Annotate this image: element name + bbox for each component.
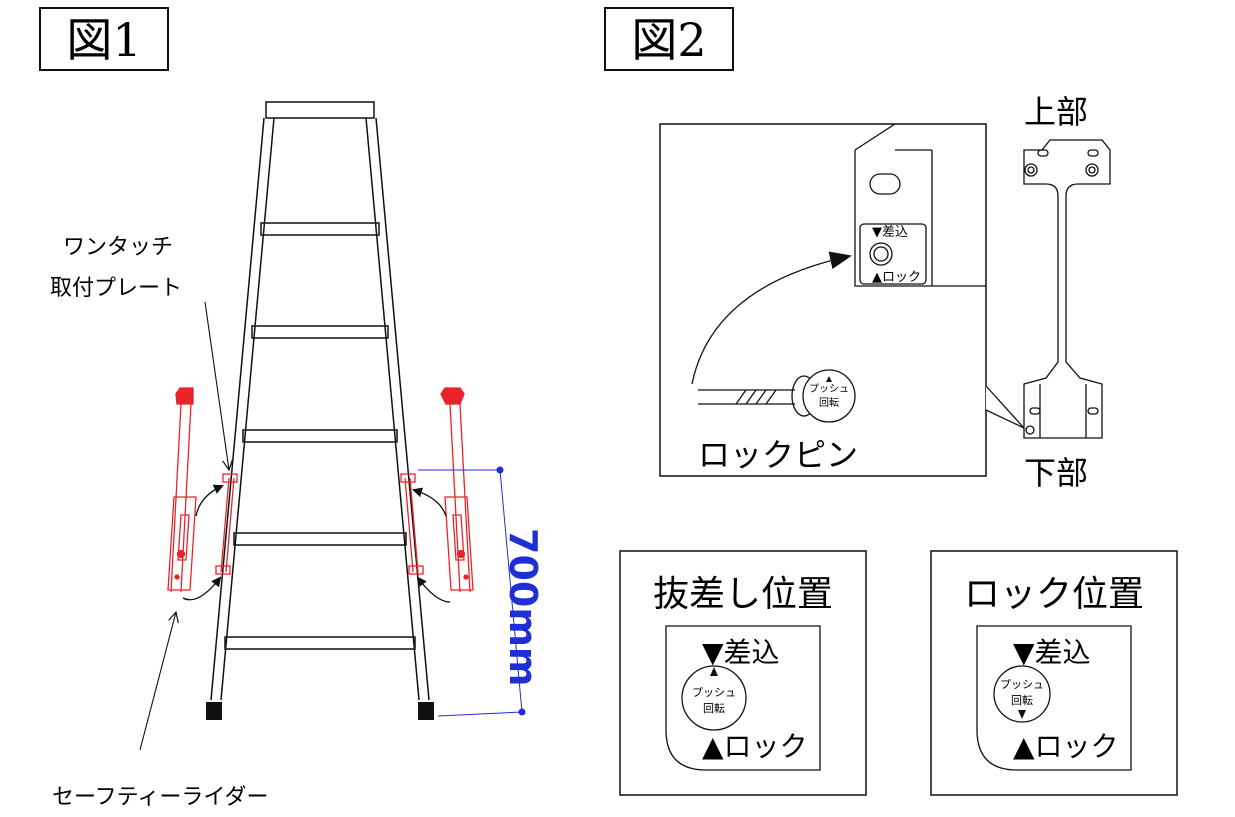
figure-2: 図2 ▼差込 ▲ロック プッシュ 回転 ロックピン [604,7,1178,796]
fig2-title: 図2 [631,13,706,67]
fig1-title-box [39,7,169,71]
ladder-top-cap [265,101,375,119]
pin-knob-arrow [826,376,832,382]
state-lock-mark: ▲ロック [702,730,808,763]
state-panel-unlock: 抜差し位置 ▼差込 ▲ロック プッシュ 回転 [619,550,867,796]
rider-label: セーフティーライダー [52,785,268,810]
mount-arrow-left-lower [182,576,222,601]
bottom-label: 下部 [1024,454,1088,492]
state-knob-line1: プッシュ [692,686,736,699]
top-label: 上部 [1024,93,1088,131]
state-knob-line2: 回転 [703,702,725,715]
ladder-right-rail-outer [375,117,430,701]
plate-closeup [854,123,986,287]
plate-leader-line [204,301,229,470]
plate-label-line1: ワンタッチ [63,235,173,260]
plate-label-line2: 取付プレート [50,276,182,301]
state-knob [681,665,747,731]
lock-pin [698,369,856,423]
state-knob-arrow-down [1018,710,1026,719]
mount-arrow-left-upper [195,484,224,517]
ladder-left-rail-outer [210,117,265,701]
mount-arrow-right-lower [416,576,451,603]
closeup-lock-mark: ▲ロック [872,270,921,285]
lock-pin-detail-box [659,123,987,477]
fig1-title: 図1 [66,13,141,67]
mounted-plate-right [400,473,424,575]
callout-wedge [985,385,1025,429]
ladder-left-rail-inner [220,117,275,701]
ladder-step-5 [224,636,416,650]
closeup-insert-mark: ▼差込 [872,225,908,240]
ladder-right-foot [418,702,434,720]
safety-rider-left [167,387,197,593]
ladder-right-rail-inner [365,117,420,701]
ladder-step-4 [233,532,407,546]
figure-1: 図1 [39,7,545,810]
pin-knob-line1: プッシュ [809,383,849,395]
rider-leader-line [139,612,176,751]
lock-pin-label: ロックピン [698,436,858,474]
state-knob-arrow-up [710,667,718,676]
dimension-700mm: 700mm [418,466,545,717]
mounted-plate-left [215,473,238,575]
state-title: ロック位置 [964,574,1144,615]
ladder-step-1 [260,222,380,236]
state-insert-mark: ▼差込 [702,636,780,669]
safety-rider-right [440,387,474,593]
pin-knob-line2: 回転 [819,397,839,409]
ladder [210,101,430,701]
plate-full-view [1023,139,1111,439]
mount-arrow-right-upper [412,487,447,517]
state-knob [993,665,1051,723]
state-knob-line2: 回転 [1011,694,1033,707]
fig2-title-box [604,7,734,71]
ladder-step-2 [251,325,389,339]
state-insert-mark: ▼差込 [1013,636,1091,669]
ladder-step-3 [242,429,398,443]
state-lock-mark: ▲ロック [1013,730,1119,763]
state-knob-line1: プッシュ [1000,678,1044,691]
ladder-left-foot [206,702,222,720]
state-title: 抜差し位置 [653,574,833,615]
state-panel-lock: ロック位置 ▼差込 ▲ロック プッシュ 回転 [930,550,1178,796]
dimension-label: 700mm [501,528,545,687]
insert-direction-arrow [691,251,852,385]
